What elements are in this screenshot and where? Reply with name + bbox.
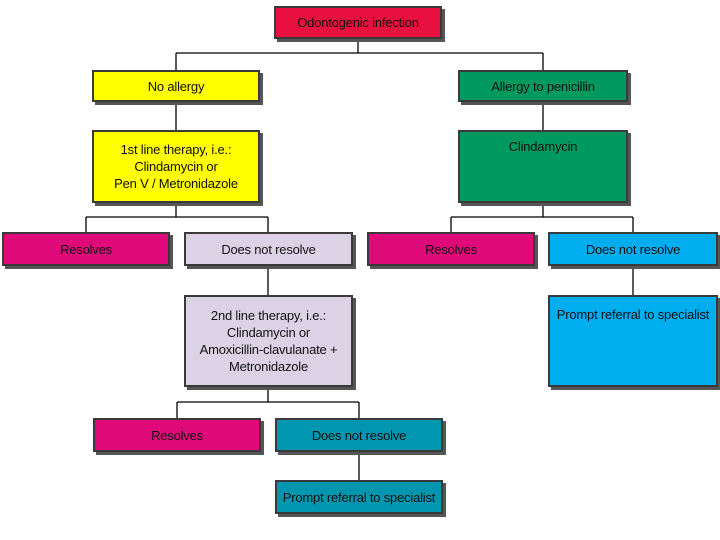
node-allergy-to-penicillin: Allergy to penicillin — [458, 70, 628, 102]
node-label: Does not resolve — [585, 241, 681, 257]
node-label: No allergy — [147, 78, 205, 94]
node-label: 1st line therapy, i.e.: Clindamycin or P… — [114, 142, 238, 191]
node-clindamycin: Clindamycin — [458, 130, 628, 203]
node-label: Does not resolve — [311, 427, 407, 443]
node-no-allergy: No allergy — [92, 70, 260, 102]
node-prompt-referral-bottom: Prompt referral to specialist — [275, 480, 443, 514]
node-resolves-right: Resolves — [367, 232, 535, 266]
node-label: Does not resolve — [221, 241, 316, 257]
node-odontogenic-infection: Odontogenic infection — [274, 6, 442, 39]
node-second-line-therapy: 2nd line therapy, i.e.: Clindamycin or A… — [184, 295, 353, 387]
node-label: Clindamycin — [508, 139, 578, 154]
node-label: Resolves — [151, 427, 203, 443]
node-does-not-resolve-right: Does not resolve — [548, 232, 718, 266]
node-first-line-therapy: 1st line therapy, i.e.: Clindamycin or P… — [92, 130, 260, 203]
node-prompt-referral-right: Prompt referral to specialist — [548, 295, 718, 387]
node-label: 2nd line therapy, i.e.: Clindamycin or A… — [199, 308, 338, 374]
node-label: Odontogenic infection — [297, 15, 419, 30]
node-does-not-resolve-bottom: Does not resolve — [275, 418, 443, 452]
node-label: Prompt referral to specialist — [282, 489, 436, 505]
node-label: Resolves — [60, 241, 112, 257]
node-label: Allergy to penicillin — [491, 78, 595, 94]
node-label: Prompt referral to specialist — [556, 307, 710, 322]
node-does-not-resolve-left: Does not resolve — [184, 232, 353, 266]
node-label: Resolves — [425, 241, 477, 257]
node-resolves-left: Resolves — [2, 232, 170, 266]
node-resolves-bottom: Resolves — [93, 418, 261, 452]
